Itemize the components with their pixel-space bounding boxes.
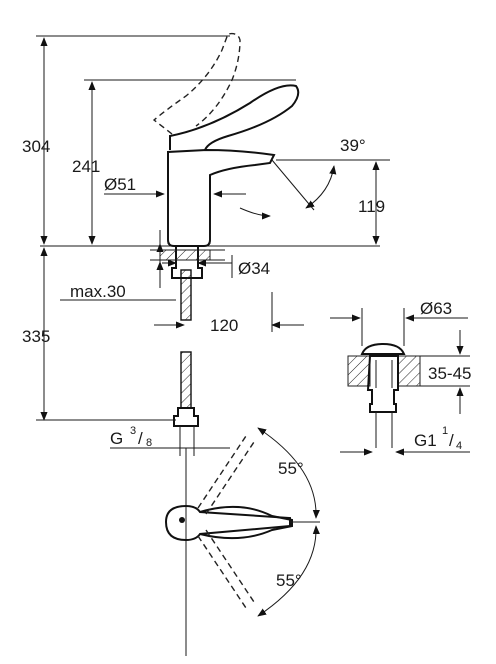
supply-thread-num: 3 — [130, 425, 136, 437]
dim-120-label: 120 — [210, 316, 238, 335]
waste-thread-label: G1 — [414, 431, 437, 450]
flex-hose-lower — [180, 351, 192, 409]
faucet-body — [167, 148, 276, 247]
dim-diameter-34-label: Ø34 — [238, 259, 270, 278]
supply-thread-slash: / — [138, 429, 143, 448]
dim-119-label: 119 — [358, 197, 385, 216]
waste-plug-head — [360, 342, 406, 355]
plan-lever-rotated-up — [197, 435, 247, 509]
waste-thread-slash: / — [449, 431, 454, 450]
waste-deck-right — [397, 355, 421, 387]
waste-deck-left — [347, 355, 371, 387]
lever-handle-raised — [152, 32, 241, 135]
hose-fitting — [173, 407, 199, 427]
supply-thread-label: G — [110, 429, 123, 448]
waste-body — [366, 355, 399, 413]
dim-angle-39-label: 39° — [340, 136, 366, 155]
dim-angle-55-bottom-label: 55° — [276, 571, 302, 590]
dim-angle-55-top-label: 55° — [278, 459, 304, 478]
plan-aerator-dot — [179, 517, 185, 523]
dim-diameter-51-label: Ø51 — [104, 175, 136, 194]
mounting-nut — [159, 249, 211, 261]
dim-max30-label: max.30 — [70, 282, 126, 301]
waste-thread-num: 1 — [442, 425, 448, 437]
plan-view: 55° 55° — [164, 427, 320, 656]
lever-handle — [169, 84, 300, 151]
supply-thread-prefix: G — [110, 429, 123, 448]
dim-241-label: 241 — [72, 157, 100, 176]
plan-lever — [199, 505, 293, 540]
dim-35-45-label: 35-45 — [428, 364, 471, 383]
elevation-view: 304 241 Ø51 39° 119 Ø34 max.30 — [22, 32, 390, 456]
supply-thread-den: 8 — [146, 437, 152, 449]
dim-335-label: 335 — [22, 327, 50, 346]
plan-body — [164, 504, 291, 542]
flex-hose-upper — [180, 269, 192, 321]
waste-thread-den: 4 — [456, 440, 462, 452]
dim-diameter-63-label: Ø63 — [420, 299, 452, 318]
dim-304-label: 304 — [22, 137, 50, 156]
waste-fitting: Ø63 35-45 G1 1 / 4 — [330, 299, 471, 456]
waste-thread-prefix: G1 — [414, 431, 437, 450]
plan-lever-rotated-down — [197, 535, 247, 609]
